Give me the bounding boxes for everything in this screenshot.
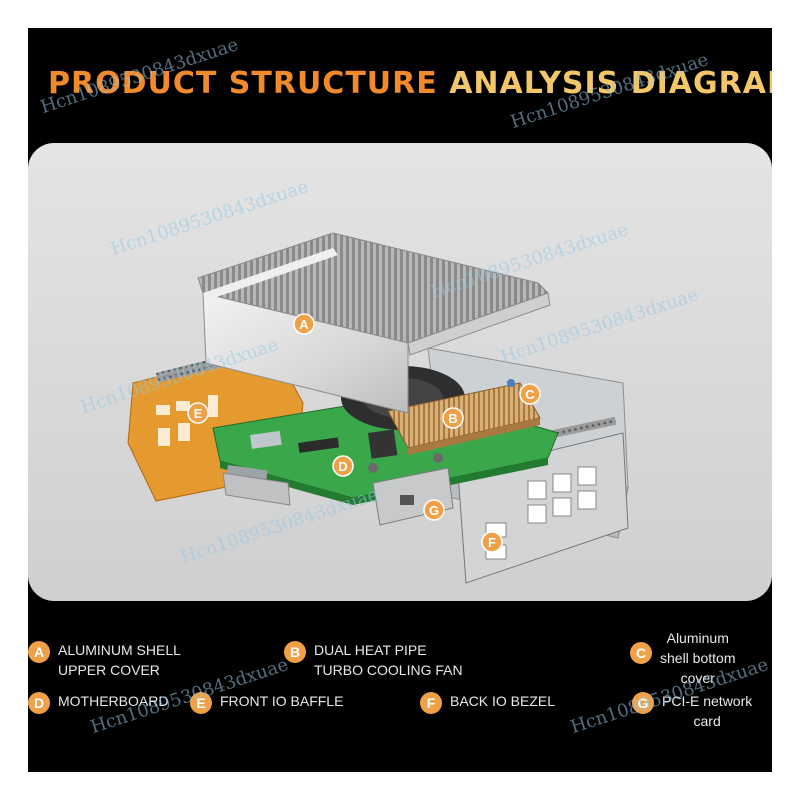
legend-a-line1: ALUMINUM SHELL <box>58 642 181 658</box>
legend-f-line1: BACK IO BEZEL <box>450 693 556 709</box>
title-part-2: ANALYSIS DIAGRAM <box>449 66 772 101</box>
legend-b-line1: DUAL HEAT PIPE <box>314 642 427 658</box>
callout-f-letter: F <box>488 535 496 550</box>
legend-badge-e: E <box>190 692 212 714</box>
callout-b-letter: B <box>448 411 457 426</box>
legend-g-line2: card <box>693 713 721 729</box>
callout-b: B <box>442 407 464 429</box>
exploded-view: A B C D E F G <box>28 143 772 601</box>
legend-badge-c: C <box>630 642 652 664</box>
legend-item-d: D MOTHERBOARD <box>28 691 168 714</box>
legend-d-line1: MOTHERBOARD <box>58 693 169 709</box>
callout-a-letter: A <box>299 317 309 332</box>
legend-g-line1: PCI-E network <box>662 693 753 709</box>
page-title: PRODUCT STRUCTURE ANALYSIS DIAGRAM <box>48 66 772 101</box>
callout-c-letter: C <box>525 387 535 402</box>
legend-badge-b: B <box>284 641 306 663</box>
callout-d-letter: D <box>338 459 347 474</box>
callout-g: G <box>423 499 445 521</box>
legend-a-line2: UPPER COVER <box>58 662 160 678</box>
callout-d: D <box>332 455 354 477</box>
callout-e: E <box>187 402 209 424</box>
legend-item-e: E FRONT IO BAFFLE <box>190 691 343 714</box>
legend-item-b: B DUAL HEAT PIPE TURBO COOLING FAN <box>284 640 463 680</box>
legend-badge-f: F <box>420 692 442 714</box>
upper-cover <box>197 232 551 414</box>
callout-f: F <box>481 531 503 553</box>
callout-c: C <box>519 383 541 405</box>
legend-c-line2: shell bottom <box>660 650 736 666</box>
diagram-panel: PRODUCT STRUCTURE ANALYSIS DIAGRAM <box>28 28 772 772</box>
legend-c-line3: cover <box>680 670 715 686</box>
callout-e-letter: E <box>194 406 203 421</box>
legend-badge-d: D <box>28 692 50 714</box>
callout-a: A <box>293 313 315 335</box>
legend-c-line1: Aluminum <box>666 630 729 646</box>
legend-item-a: A ALUMINUM SHELL UPPER COVER <box>28 640 181 680</box>
callout-g-letter: G <box>429 503 439 518</box>
legend-badge-a: A <box>28 641 50 663</box>
legend-item-c: C Aluminum shell bottom cover <box>630 628 735 688</box>
legend-item-f: F BACK IO BEZEL <box>420 691 555 714</box>
exploded-view-drawing: A B C D E F G <box>28 143 772 601</box>
legend-b-line2: TURBO COOLING FAN <box>314 662 463 678</box>
legend-e-line1: FRONT IO BAFFLE <box>220 693 344 709</box>
title-part-1: PRODUCT STRUCTURE <box>48 66 438 101</box>
legend-item-g: G PCI-E network card <box>632 691 752 731</box>
legend-badge-g: G <box>632 692 654 714</box>
